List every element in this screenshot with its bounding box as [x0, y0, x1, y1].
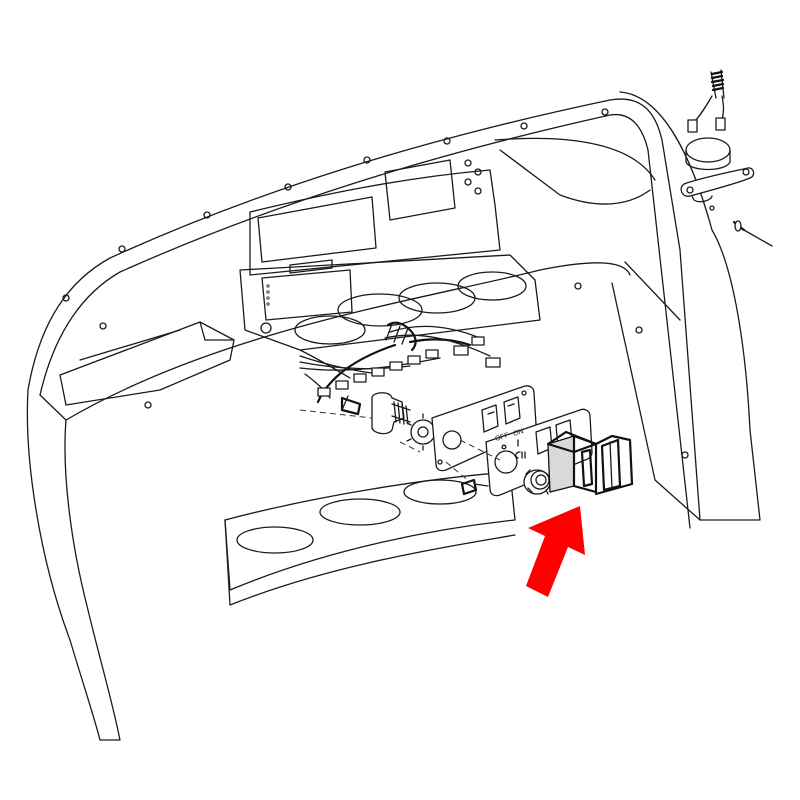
- screw-icon: [460, 478, 489, 496]
- off-label: OFF: [494, 432, 509, 443]
- on-label: ON: [512, 428, 524, 438]
- frame-screws: [62, 108, 689, 459]
- left-shelf: [59, 321, 235, 406]
- nut-icon: [523, 469, 551, 495]
- dash-frame: [26, 91, 761, 741]
- alignment-lines: [299, 409, 501, 483]
- red-arrow-icon: [526, 506, 585, 597]
- lower-tray: [224, 471, 516, 606]
- key-switch-assembly: [680, 69, 773, 247]
- wiring-harness: [299, 321, 501, 416]
- instrument-panel: [239, 159, 541, 351]
- rocker-switch: [546, 430, 634, 496]
- key-switch-parts: [371, 392, 440, 451]
